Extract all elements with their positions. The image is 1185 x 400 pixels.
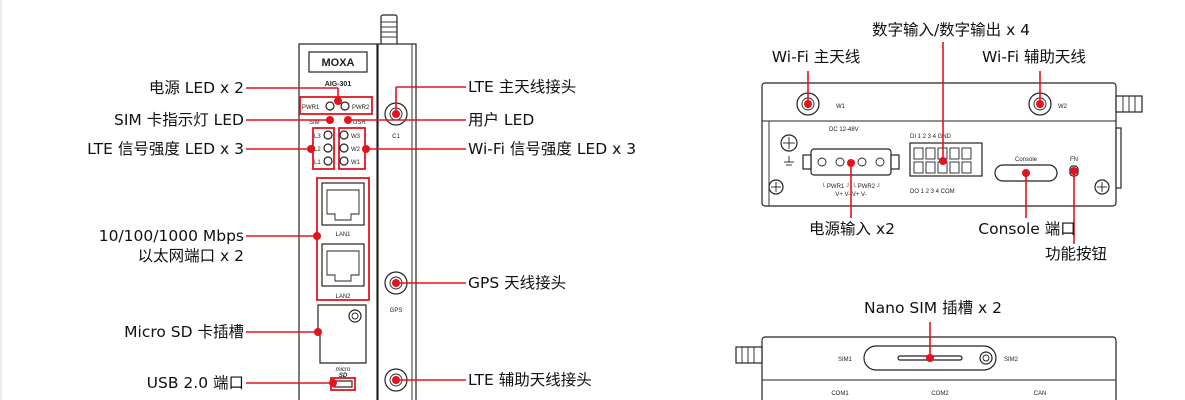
model-name: AIG-301: [325, 81, 352, 88]
label-function-button: 功能按钮: [1045, 245, 1107, 263]
top-w2-silk: W2: [1058, 104, 1068, 110]
l2-silk: L2: [314, 147, 321, 153]
moxa-logo: [308, 51, 368, 73]
top-device: W1 W2 DC 12-48V └ PWR1 ┘ └ PWR2 ┘ V+ V- …: [761, 82, 1143, 207]
l3-silk: L3: [314, 134, 321, 140]
usr-silk: USR: [353, 120, 366, 126]
w1-silk: W1: [351, 160, 361, 166]
pwr1-led: [325, 101, 335, 111]
moxa-logo-text: MOXA: [322, 57, 355, 69]
label-ethernet-2: 以太网端口 x 2: [138, 247, 244, 265]
com1-silk: COM1: [831, 391, 849, 397]
top-leaders: [804, 42, 1078, 244]
label-nano-sim: Nano SIM 插槽 x 2: [864, 299, 1002, 317]
pwr2-silk: PWR2: [352, 105, 370, 111]
right-labels: LTE 主天线接头 用户 LED Wi-Fi 信号强度 LED x 3 GPS …: [468, 78, 636, 389]
label-wifi-aux: Wi-Fi 辅助天线: [982, 48, 1086, 66]
left-antenna-stub: [380, 14, 398, 46]
ground-screw: [780, 134, 798, 166]
console-silk: Console: [1015, 157, 1038, 163]
label-power-input: 电源输入 x2: [809, 220, 895, 238]
right-leaders: [344, 86, 466, 384]
label-ethernet-1: 10/100/1000 Mbps: [99, 227, 244, 245]
bottom-leaders: [926, 322, 934, 362]
do-row-silk: DO 1 2 3 4 COM: [910, 189, 955, 195]
w1-led: [339, 156, 349, 166]
left-device-rail: [377, 43, 417, 400]
label-lte-aux: LTE 辅助天线接头: [468, 371, 592, 389]
left-labels: 电源 LED x 2 SIM 卡指示灯 LED LTE 信号强度 LED x 3…: [87, 79, 244, 392]
top-w1-silk: W1: [836, 104, 846, 110]
w3-silk: W3: [351, 134, 361, 140]
top-labels: 数字输入/数字输出 x 4 Wi-Fi 主天线 Wi-Fi 辅助天线 电源输入 …: [772, 21, 1107, 263]
pwr1-silk: PWR1: [302, 105, 320, 111]
fn-silk: FN: [1070, 157, 1078, 163]
micro-silk: micro: [336, 367, 351, 373]
di-row-silk: DI 1 2 3 4 GND: [910, 134, 952, 140]
w3-led: [339, 130, 349, 140]
sim2-silk: SIM2: [1004, 357, 1019, 363]
w2-silk: W2: [351, 147, 361, 153]
l2-led: [323, 143, 333, 153]
label-lte-main: LTE 主天线接头: [468, 78, 576, 96]
label-power-led: 电源 LED x 2: [149, 79, 244, 97]
label-sim-led: SIM 卡指示灯 LED: [114, 111, 244, 129]
lan2-silk: LAN2: [335, 294, 351, 300]
sim-silk: SIM: [309, 120, 320, 126]
gps-silk: GPS: [390, 308, 403, 314]
label-microsd: Micro SD 卡插槽: [124, 323, 244, 341]
label-digital-io: 数字输入/数字输出 x 4: [872, 21, 1030, 39]
l1-led: [323, 156, 333, 166]
label-wifi-main: Wi-Fi 主天线: [772, 48, 860, 66]
label-usb: USB 2.0 端口: [147, 374, 244, 392]
microsd-slot[interactable]: [317, 304, 367, 364]
corner-screws: [768, 179, 1110, 195]
c1-silk: C1: [392, 134, 400, 140]
com2-silk: COM2: [931, 391, 949, 397]
left-device: MOXA AIG-301 PWR1 PWR2 SIM USR L3 L2 L1 …: [298, 14, 417, 400]
can-silk: CAN: [1034, 391, 1047, 397]
w2-led: [339, 143, 349, 153]
lan2-port[interactable]: [321, 243, 365, 287]
label-gps: GPS 天线接头: [468, 274, 566, 292]
pwr2-led: [340, 101, 350, 111]
label-user-led: 用户 LED: [468, 111, 534, 129]
power-led-highlight: [299, 96, 373, 115]
label-wifi-led: Wi-Fi 信号强度 LED x 3: [468, 140, 636, 158]
lan1-silk: LAN1: [335, 232, 351, 238]
label-lte-led: LTE 信号强度 LED x 3: [87, 140, 244, 158]
left-leaders: [246, 87, 342, 387]
bottom-device: SIM1 SIM2 COM1 COM2 CAN: [735, 336, 1117, 400]
bottom-side-antenna: [735, 346, 763, 364]
sd-silk: SD: [339, 373, 348, 379]
sim1-silk: SIM1: [838, 357, 853, 363]
label-console: Console 端口: [978, 220, 1075, 238]
l3-led: [323, 130, 333, 140]
l1-silk: L1: [314, 160, 321, 166]
lan1-port[interactable]: [321, 182, 365, 226]
dc-silk: DC 12-48V: [829, 127, 859, 133]
